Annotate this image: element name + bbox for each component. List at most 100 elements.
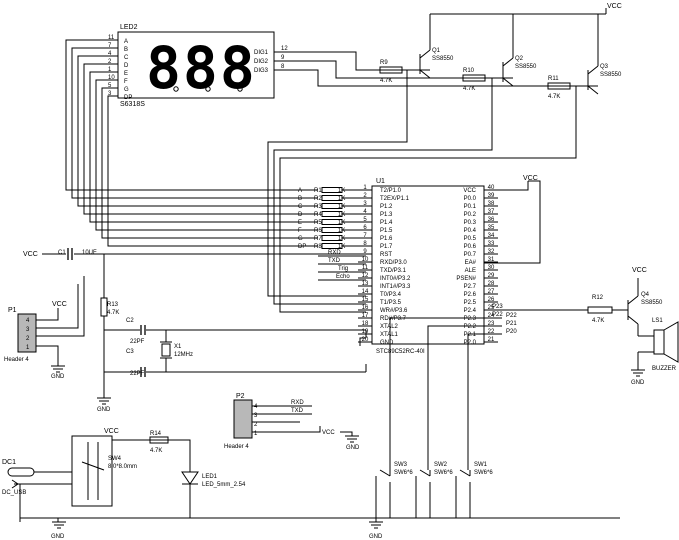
mcu-pin-num-25: 25 bbox=[488, 305, 495, 311]
sw-part-1: SW6*6 bbox=[434, 470, 453, 476]
led1-symbol bbox=[181, 471, 199, 518]
seg-label-6: G bbox=[124, 87, 129, 93]
seg-label-4: E bbox=[124, 71, 128, 77]
mcu-pin-name-25: P2.4 bbox=[464, 308, 477, 314]
p2-net-txd: TXD bbox=[291, 408, 304, 414]
p1-pin4: 4 bbox=[26, 318, 30, 324]
seg-pin-6: 5 bbox=[108, 83, 112, 89]
seg-net-4: E bbox=[298, 220, 302, 226]
wire-mcu-vcc bbox=[484, 181, 529, 191]
mcu-pin-name-33: P0.6 bbox=[464, 244, 477, 250]
led1-part: LED_5mm_2.54 bbox=[202, 482, 246, 488]
seg-label-2: C bbox=[124, 55, 129, 61]
mcu-pin-name-20: GND bbox=[380, 340, 394, 346]
display-part: S6318S bbox=[120, 101, 145, 108]
q3-part: SS8550 bbox=[600, 72, 622, 78]
mcu-pin-name-19: XTAL1 bbox=[380, 332, 399, 338]
dc1-ref: DC1 bbox=[2, 459, 16, 466]
mcu-pin-num-20: 20 bbox=[362, 337, 369, 343]
wire-dc bbox=[14, 471, 72, 522]
mcu-pin-name-4: P1.3 bbox=[380, 212, 393, 218]
p2-pin4: 4 bbox=[254, 404, 258, 410]
mcu-pin-name-12: INT0#/P3.2 bbox=[380, 276, 411, 282]
wire-p2 bbox=[252, 405, 321, 433]
sw-ref-0: SW3 bbox=[394, 462, 408, 468]
mcu-pin-name-18: XTAL2 bbox=[380, 324, 399, 330]
mcu-pin-num-22: 22 bbox=[488, 329, 495, 335]
display-ref: LED2 bbox=[120, 24, 138, 31]
seg-net-6: G bbox=[298, 236, 303, 242]
mcu-pin-num-11: 11 bbox=[362, 265, 369, 271]
wire-ea bbox=[484, 180, 541, 264]
sw4-body bbox=[71, 435, 113, 507]
seg-pin-1: 7 bbox=[108, 43, 112, 49]
mcu-pin-name-36: P0.3 bbox=[464, 220, 477, 226]
buzzer-ref: LS1 bbox=[652, 318, 663, 324]
header-p2-ref: P2 bbox=[236, 393, 245, 400]
mcu-pin-num-35: 35 bbox=[488, 225, 495, 231]
wire-dig2 bbox=[274, 60, 513, 79]
r9-symbol bbox=[379, 66, 403, 74]
mcu-pin-num-10: 10 bbox=[362, 257, 369, 263]
q4-symbol bbox=[627, 278, 639, 336]
mcu-pin-name-17: RD#/P3.7 bbox=[380, 316, 407, 322]
mcu-pin-num-19: 19 bbox=[362, 329, 369, 335]
seg-res-val-5: 1K bbox=[338, 228, 345, 234]
mcu-pin-name-15: T1/P3.5 bbox=[380, 300, 402, 306]
gnd-power-label: GND bbox=[51, 534, 65, 540]
r10-val: 4.7K bbox=[463, 86, 475, 92]
led1-ref: LED1 bbox=[202, 474, 218, 480]
c1-symbol bbox=[67, 248, 73, 260]
x1-ref: X1 bbox=[174, 344, 182, 350]
mcu-pin-num-9: 9 bbox=[363, 249, 367, 255]
seg-res-ref-7: R8 bbox=[314, 244, 322, 250]
dp-dot-1 bbox=[173, 86, 179, 92]
r14-val: 4.7K bbox=[150, 448, 162, 454]
sw4-part: 8.0*8.0mm bbox=[108, 464, 137, 470]
mcu-pin-name-40: VCC bbox=[463, 188, 476, 194]
mcu-pin-name-22: P2.1 bbox=[464, 332, 477, 338]
seg-res-ref-0: R1 bbox=[314, 188, 322, 194]
seg-label-5: F bbox=[124, 79, 128, 85]
mcu-pin-num-5: 5 bbox=[363, 217, 367, 223]
mcu-pin-num-15: 15 bbox=[362, 297, 369, 303]
display-digits: 888 bbox=[146, 34, 257, 102]
mcu-ref: U1 bbox=[376, 178, 385, 185]
p1-pin3: 3 bbox=[26, 327, 30, 333]
c1-val: 10UF bbox=[82, 250, 97, 256]
mcu-pin-name-9: RST bbox=[380, 252, 392, 258]
c2-val: 22PF bbox=[130, 339, 145, 345]
mcu-pin-name-31: EA# bbox=[465, 260, 477, 266]
gnd-switches bbox=[369, 521, 383, 529]
x1-val: 12MHz bbox=[174, 352, 193, 358]
mcu-pin-num-36: 36 bbox=[488, 217, 495, 223]
mcu-pin-num-23: 23 bbox=[488, 321, 495, 327]
seg-res-val-2: 1K bbox=[338, 204, 345, 210]
mcu-pin-name-29: PSEN# bbox=[456, 276, 476, 282]
seg-pin-4: 1 bbox=[108, 67, 112, 73]
gnd-p1 bbox=[51, 365, 65, 373]
mcu-pin-num-1: 1 bbox=[363, 185, 367, 191]
c1-ref: C1 bbox=[58, 250, 66, 256]
seg-pin-2: 4 bbox=[108, 51, 112, 57]
seg-res-ref-6: R7 bbox=[314, 236, 322, 242]
sw4-contacts bbox=[81, 442, 105, 500]
dc-pin-arrow bbox=[11, 479, 19, 489]
q3-ref: Q3 bbox=[600, 64, 609, 70]
dig3-pin: 8 bbox=[281, 64, 285, 70]
mcu-pin-name-2: T2EX/P1.1 bbox=[380, 196, 410, 202]
segment-wires bbox=[65, 39, 318, 247]
seg-wire-0 bbox=[65, 39, 318, 191]
mcu-pin-num-6: 6 bbox=[363, 225, 367, 231]
mcu-pin-name-37: P0.2 bbox=[464, 212, 477, 218]
p2-pin2: 2 bbox=[254, 422, 258, 428]
dp-dot-2 bbox=[205, 86, 211, 92]
mcu-pin-name-23: P2.2 bbox=[464, 324, 477, 330]
q4-part: SS8550 bbox=[641, 300, 663, 306]
seg-label-0: A bbox=[124, 39, 128, 45]
wire-ctrl-q3 bbox=[279, 86, 577, 313]
c3-val: 22PF bbox=[130, 371, 145, 377]
seg-res-val-0: 1K bbox=[338, 188, 345, 194]
dig1-label: DIG1 bbox=[254, 50, 269, 56]
